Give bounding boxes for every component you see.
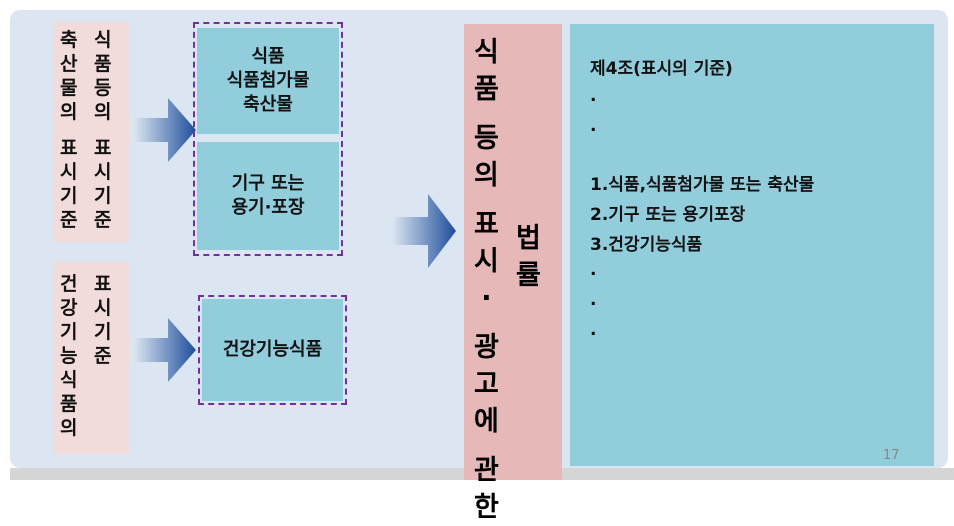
label-char: 기 [60,321,78,343]
article-item: 1.식품,식품첨가물 또는 축산물 [590,175,815,195]
livestock-food-label-box [53,22,129,242]
law-title-char: 시 [474,246,499,277]
health-food-box-label: 건강기능식품 [222,339,323,360]
law-title-char: 광 [474,332,499,363]
law-title-char: 관 [474,455,499,486]
label-char: 시 [94,161,112,183]
label-char: 물 [60,77,78,99]
law-title-char: · [481,283,492,314]
arrow-right-icon [134,98,196,162]
article-item: 3.건강기능식품 [590,235,703,255]
health-food-group-border [198,295,347,405]
law-title-char: 품 [474,74,499,105]
label-char: 의 [94,101,112,123]
label-char: 등 [94,77,112,99]
arrow-right-icon [392,194,456,268]
law-title-char: 한 [474,492,499,523]
label-char: 식 [94,29,112,51]
law-title-char: 법 [516,223,541,254]
food-box-line: 축산물 [243,94,293,115]
label-char: 표 [94,137,112,159]
label-char: 능 [60,345,78,367]
label-char: 기 [94,321,112,343]
page-number: 17 [883,448,900,463]
dot: . [590,116,597,136]
label-char: 품 [60,393,78,415]
label-char: 준 [60,209,78,231]
dot: . [590,86,597,106]
law-title-char: 률 [516,260,541,291]
dot: . [590,320,597,340]
label-char: 표 [60,137,78,159]
law-title-char: 에 [474,406,499,437]
food-container-group-border [193,22,343,256]
law-title-char: 표 [474,209,499,240]
label-char: 강 [60,297,78,319]
arrow-right-icon [134,318,196,382]
label-char: 기 [60,185,78,207]
health-food-label-box [53,262,129,454]
label-char: 식 [60,369,78,391]
container-box-line: 기구 또는 [231,173,305,194]
label-char: 준 [94,345,112,367]
law-title-char: 식 [474,37,499,68]
law-title-box [464,24,562,480]
law-title-char: 고 [474,369,499,400]
label-char: 준 [94,209,112,231]
label-char: 시 [60,161,78,183]
article-box: 제4조(표시의 기준) . . 1.식품,식품첨가물 또는 축산물 2.기구 또… [570,24,934,466]
label-char: 의 [60,417,78,439]
dot: . [590,260,597,280]
container-box-line: 용기·포장 [231,197,305,218]
food-box-line: 식품 [251,46,285,67]
label-char: 시 [94,297,112,319]
label-char: 표 [94,273,112,295]
health-food-box: 건강기능식품 [202,299,343,401]
food-box-line: 식품첨가물 [226,70,310,91]
label-char: 축 [60,29,78,51]
label-char: 품 [94,53,112,75]
article-item: 2.기구 또는 용기포장 [590,205,746,225]
label-char: 의 [60,101,78,123]
label-char: 산 [60,53,78,75]
dot: . [590,290,597,310]
law-title-char: 등 [474,123,499,154]
label-char: 건 [60,273,78,295]
label-char: 기 [94,185,112,207]
law-title-char: 의 [474,160,499,191]
article-title: 제4조(표시의 기준) [590,59,733,79]
